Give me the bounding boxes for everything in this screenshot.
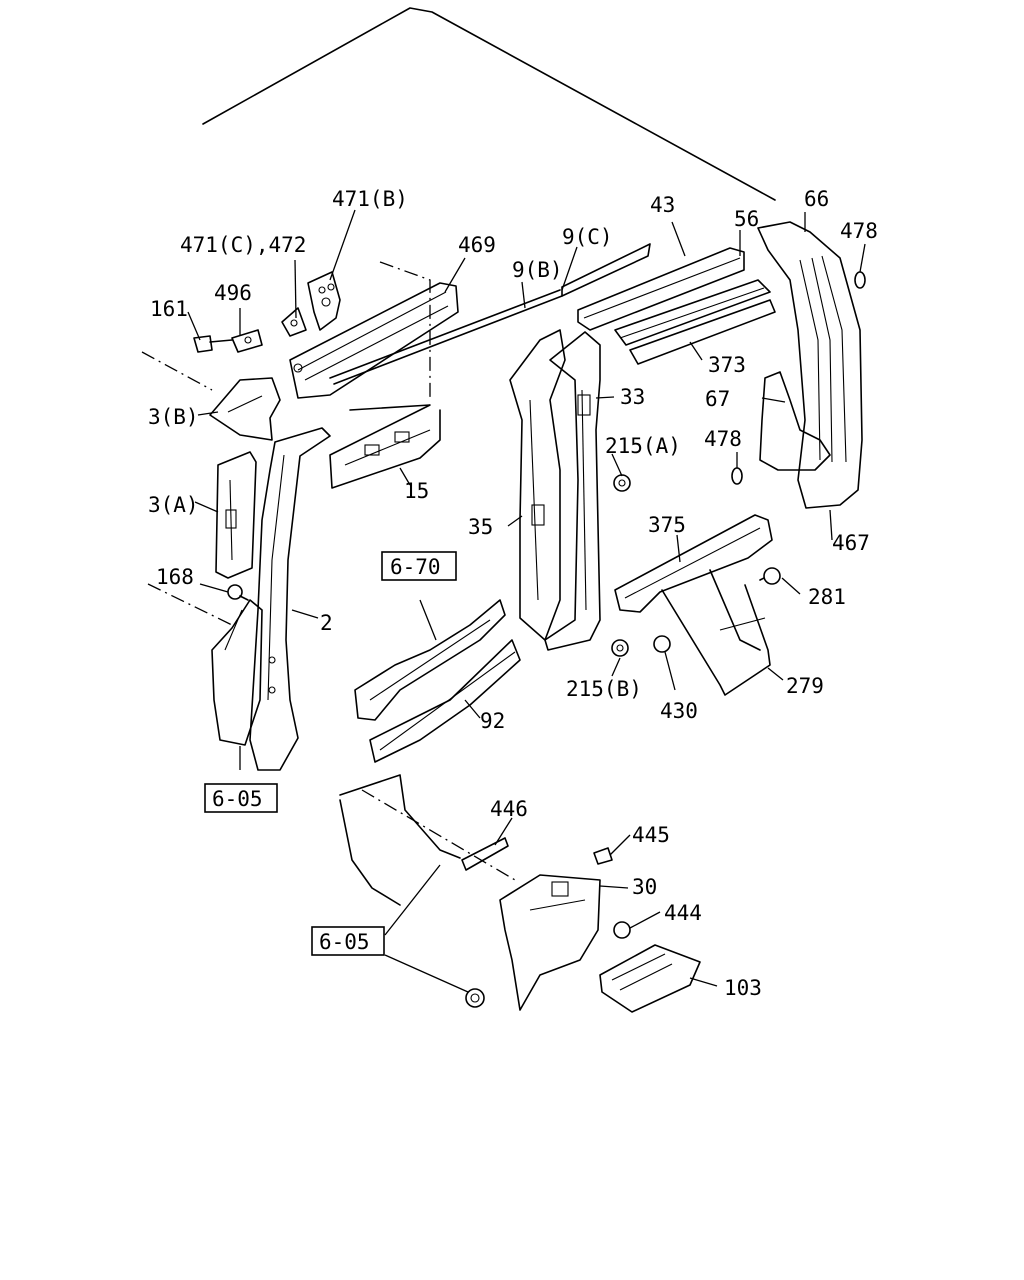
part-43-roof-rail xyxy=(577,247,745,331)
label-15: 15 xyxy=(404,479,429,503)
label-279: 279 xyxy=(786,674,824,698)
part-66-rear-pillar xyxy=(757,221,863,509)
part-67-rear-inner xyxy=(759,371,831,471)
part-215a-nut xyxy=(613,474,631,492)
label-161: 161 xyxy=(150,297,188,321)
part-279-bracket xyxy=(661,569,771,696)
part-15-lower-header xyxy=(329,404,441,489)
label-471b: 471(B) xyxy=(332,187,408,211)
part-471c-plate xyxy=(281,307,307,337)
label-469: 469 xyxy=(458,233,496,257)
part-103-step-pad xyxy=(599,944,701,1013)
label-9c: 9(C) xyxy=(562,225,613,249)
part-373-rail xyxy=(629,299,776,365)
label-215a: 215(A) xyxy=(605,434,681,458)
reference-6-05-lower: 6-05 xyxy=(311,926,385,956)
label-478-lower: 478 xyxy=(704,427,742,451)
label-33: 33 xyxy=(620,385,645,409)
label-281: 281 xyxy=(808,585,846,609)
label-496: 496 xyxy=(214,281,252,305)
part-445-clip xyxy=(593,847,613,865)
label-375: 375 xyxy=(648,513,686,537)
label-3b: 3(B) xyxy=(148,405,199,429)
part-30-step-housing xyxy=(499,874,601,1011)
reference-6-70-label: 6-70 xyxy=(390,555,441,579)
label-446: 446 xyxy=(490,797,528,821)
label-430: 430 xyxy=(660,699,698,723)
roof-outline xyxy=(202,7,776,201)
label-215b: 215(B) xyxy=(566,677,642,701)
bolt-lower xyxy=(465,988,485,1008)
label-30: 30 xyxy=(632,875,657,899)
label-478-upper: 478 xyxy=(840,219,878,243)
reference-6-05-upper: 6-05 xyxy=(204,783,278,813)
part-478-plug-lower xyxy=(731,467,743,485)
label-471c-472: 471(C),472 xyxy=(180,233,306,257)
part-375-rear-sill xyxy=(614,514,773,613)
reference-6-05-lower-label: 6-05 xyxy=(319,930,370,954)
body-6-05-upper xyxy=(211,599,263,746)
part-215b-nut xyxy=(611,639,629,657)
label-444: 444 xyxy=(664,901,702,925)
label-66: 66 xyxy=(804,187,829,211)
part-444-bolt xyxy=(613,921,631,939)
part-471b-bracket xyxy=(307,271,341,331)
reference-6-70: 6-70 xyxy=(381,551,457,581)
part-92-floor-rail xyxy=(369,639,521,763)
label-92: 92 xyxy=(480,709,505,733)
body-6-70-rail xyxy=(354,599,506,721)
label-445: 445 xyxy=(632,823,670,847)
label-35: 35 xyxy=(468,515,493,539)
part-56-rail xyxy=(614,279,771,346)
part-446-strip xyxy=(461,837,509,871)
reference-6-05-upper-label: 6-05 xyxy=(212,787,263,811)
part-3a-pillar-trim xyxy=(215,451,257,579)
leader-lines xyxy=(187,209,866,993)
part-430-nut xyxy=(653,635,671,653)
label-56: 56 xyxy=(734,207,759,231)
callout-labels: 471(B) 471(C),472 469 9(C) 43 56 66 478 … xyxy=(148,187,878,1000)
label-2: 2 xyxy=(320,611,333,635)
part-9b-rail xyxy=(329,289,563,385)
label-67: 67 xyxy=(705,387,730,411)
part-2-a-pillar xyxy=(249,427,331,771)
construction-lines xyxy=(141,261,431,626)
label-103: 103 xyxy=(724,976,762,1000)
part-35-b-pillar xyxy=(509,329,566,641)
label-467: 467 xyxy=(832,531,870,555)
part-33-b-pillar-inner xyxy=(544,331,601,651)
label-373: 373 xyxy=(708,353,746,377)
part-9c-strip xyxy=(561,243,651,297)
body-6-05-lower xyxy=(339,774,516,906)
part-281-bolt xyxy=(759,567,781,585)
part-469-header-panel xyxy=(289,282,459,399)
label-3a: 3(A) xyxy=(148,493,199,517)
part-478-plug-upper xyxy=(854,271,866,289)
part-168-bolt xyxy=(227,584,249,601)
label-168: 168 xyxy=(156,565,194,589)
label-9b: 9(B) xyxy=(512,258,563,282)
label-43: 43 xyxy=(650,193,675,217)
part-161-bolt xyxy=(193,335,233,353)
part-3b-gusset xyxy=(209,377,281,441)
part-496-hinge xyxy=(231,329,263,353)
